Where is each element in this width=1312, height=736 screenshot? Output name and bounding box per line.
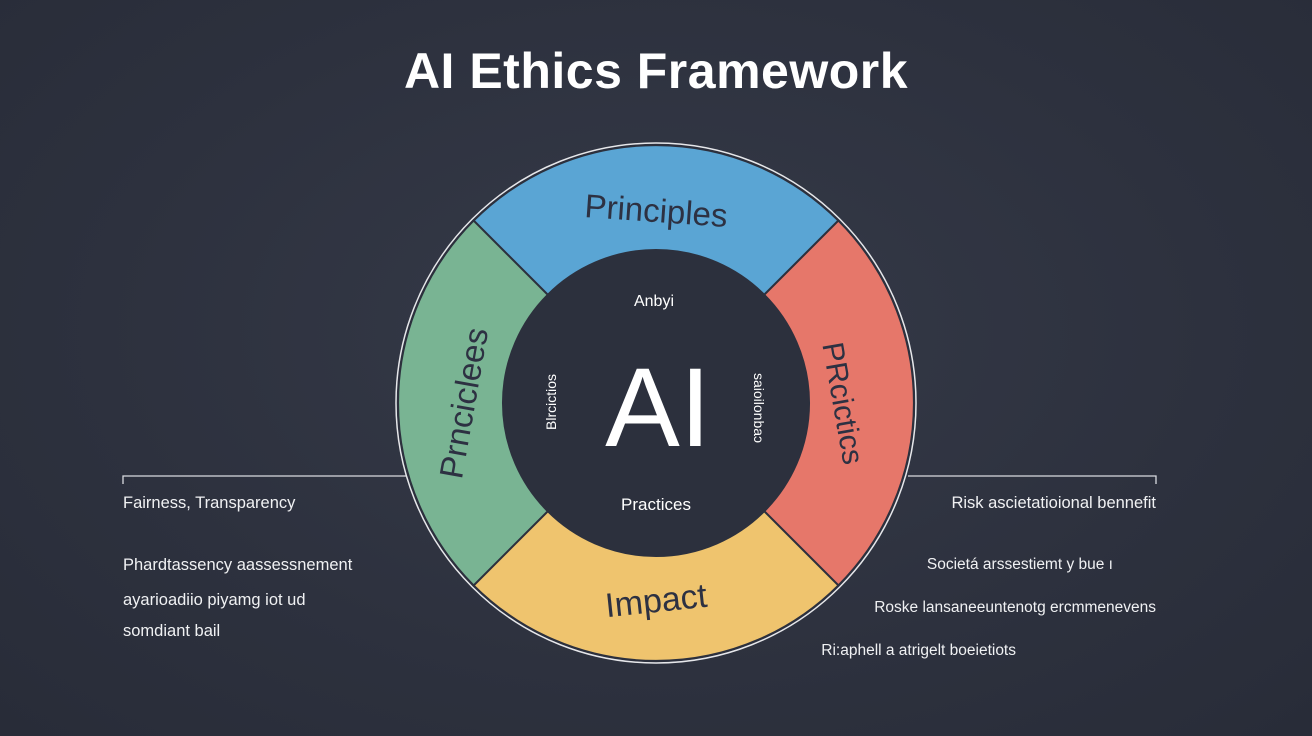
core-label-bottom: Practices	[621, 495, 691, 514]
left-note-2: Phardtassency aassessnement	[123, 556, 353, 574]
segment-right	[762, 219, 915, 587]
core-label-top: Anbyi	[634, 293, 674, 310]
core-label-center: AI	[605, 345, 711, 470]
segment-left	[397, 219, 550, 587]
core-label-left: Blrcictios	[543, 374, 559, 430]
right-note-2: Societá arssestiemt y bue ı	[926, 556, 1113, 573]
segment-bottom	[472, 509, 840, 662]
right-note-1: Risk ascietatioional bennefit	[951, 494, 1156, 512]
right-note-4: Ri:aphell a atrigelt boeietiots	[821, 642, 1016, 659]
left-note-3: ayarioadiio piyamg iot ud	[123, 591, 306, 609]
connector-right	[908, 475, 1157, 484]
connector-left	[122, 475, 406, 484]
segment-top	[472, 144, 840, 297]
core-label-right: saioilonbaɔ	[751, 373, 767, 443]
right-note-3: Roske lansaneeuntenotg ercmmenevens	[874, 599, 1156, 616]
left-note-1: Fairness, Transparency	[123, 494, 296, 512]
diagram-title: AI Ethics Framework	[403, 43, 909, 99]
core-circle	[504, 251, 808, 555]
left-note-4: somdiant bail	[123, 622, 221, 640]
outer-ring	[395, 142, 917, 664]
